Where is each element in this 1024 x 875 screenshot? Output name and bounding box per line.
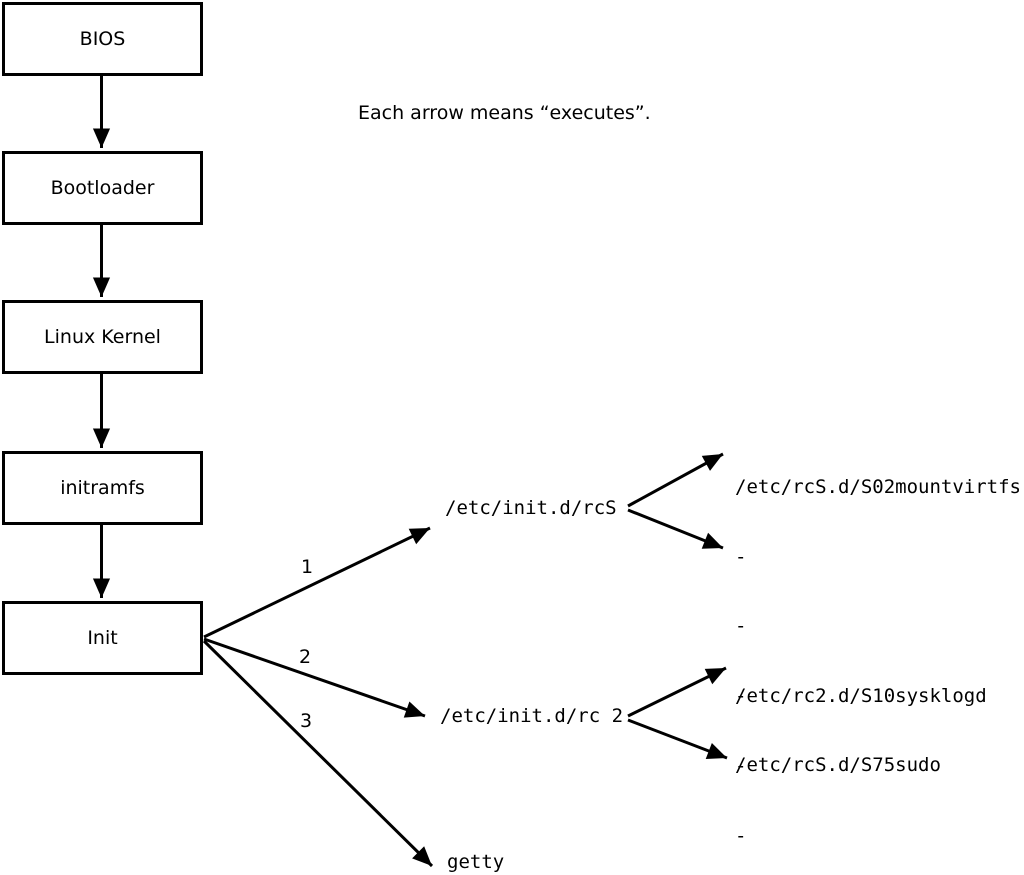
node-initramfs: initramfs bbox=[2, 451, 203, 525]
rcs-script-ellipsis-dash: - bbox=[735, 615, 747, 638]
rc2-script-s10sysklogd: /etc/rc2.d/S10sysklogd bbox=[735, 685, 987, 707]
arrow-rc2-to-s10sysklogd bbox=[627, 666, 727, 718]
branch-number-1: 1 bbox=[301, 556, 314, 578]
rc2-script-ellipsis-dash: - bbox=[735, 755, 747, 778]
rcs-script-s02mountvirtfs: /etc/rcS.d/S02mountvirtfs bbox=[735, 476, 1021, 498]
rc2-script-list: /etc/rc2.d/S10sysklogd - - - /etc/rc2.d/… bbox=[735, 639, 987, 875]
legend-note: Each arrow means “executes”. bbox=[358, 102, 651, 124]
node-linux-kernel: Linux Kernel bbox=[2, 300, 203, 374]
node-init-label: Init bbox=[87, 627, 118, 649]
arrow-rcs-to-s02mountvirtfs bbox=[627, 452, 724, 508]
node-etc-init-d-rcs: /etc/init.d/rcS bbox=[445, 497, 617, 519]
rcs-script-s75sudo: /etc/rcS.d/S75sudo bbox=[735, 754, 941, 777]
arrow-init-to-rcs bbox=[203, 526, 431, 639]
node-bootloader-label: Bootloader bbox=[50, 177, 155, 199]
arrow-init-to-getty bbox=[202, 639, 434, 868]
node-bios-label: BIOS bbox=[79, 28, 126, 50]
node-getty: getty bbox=[447, 851, 505, 873]
branch-number-2: 2 bbox=[299, 646, 312, 668]
node-bootloader: Bootloader bbox=[2, 151, 203, 225]
node-initramfs-label: initramfs bbox=[60, 477, 145, 499]
rcs-script-list: /etc/rcS.d/S02mountvirtfs - - - /etc/rcS… bbox=[735, 431, 1021, 823]
node-etc-init-d-rc2: /etc/init.d/rc 2 bbox=[440, 705, 624, 727]
arrow-rc2-to-s99gdm bbox=[627, 718, 728, 760]
node-bios: BIOS bbox=[2, 2, 203, 76]
arrow-init-to-rc2 bbox=[203, 637, 426, 718]
rcs-script-ellipsis-dash: - bbox=[735, 684, 747, 707]
arrow-rcs-to-s75sudo bbox=[627, 508, 724, 550]
node-linux-kernel-label: Linux Kernel bbox=[44, 326, 161, 348]
rcs-script-ellipsis-dash: - bbox=[735, 545, 747, 568]
branch-number-3: 3 bbox=[300, 710, 313, 732]
node-init: Init bbox=[2, 601, 203, 675]
rc2-script-ellipsis-dash: - bbox=[735, 825, 747, 848]
